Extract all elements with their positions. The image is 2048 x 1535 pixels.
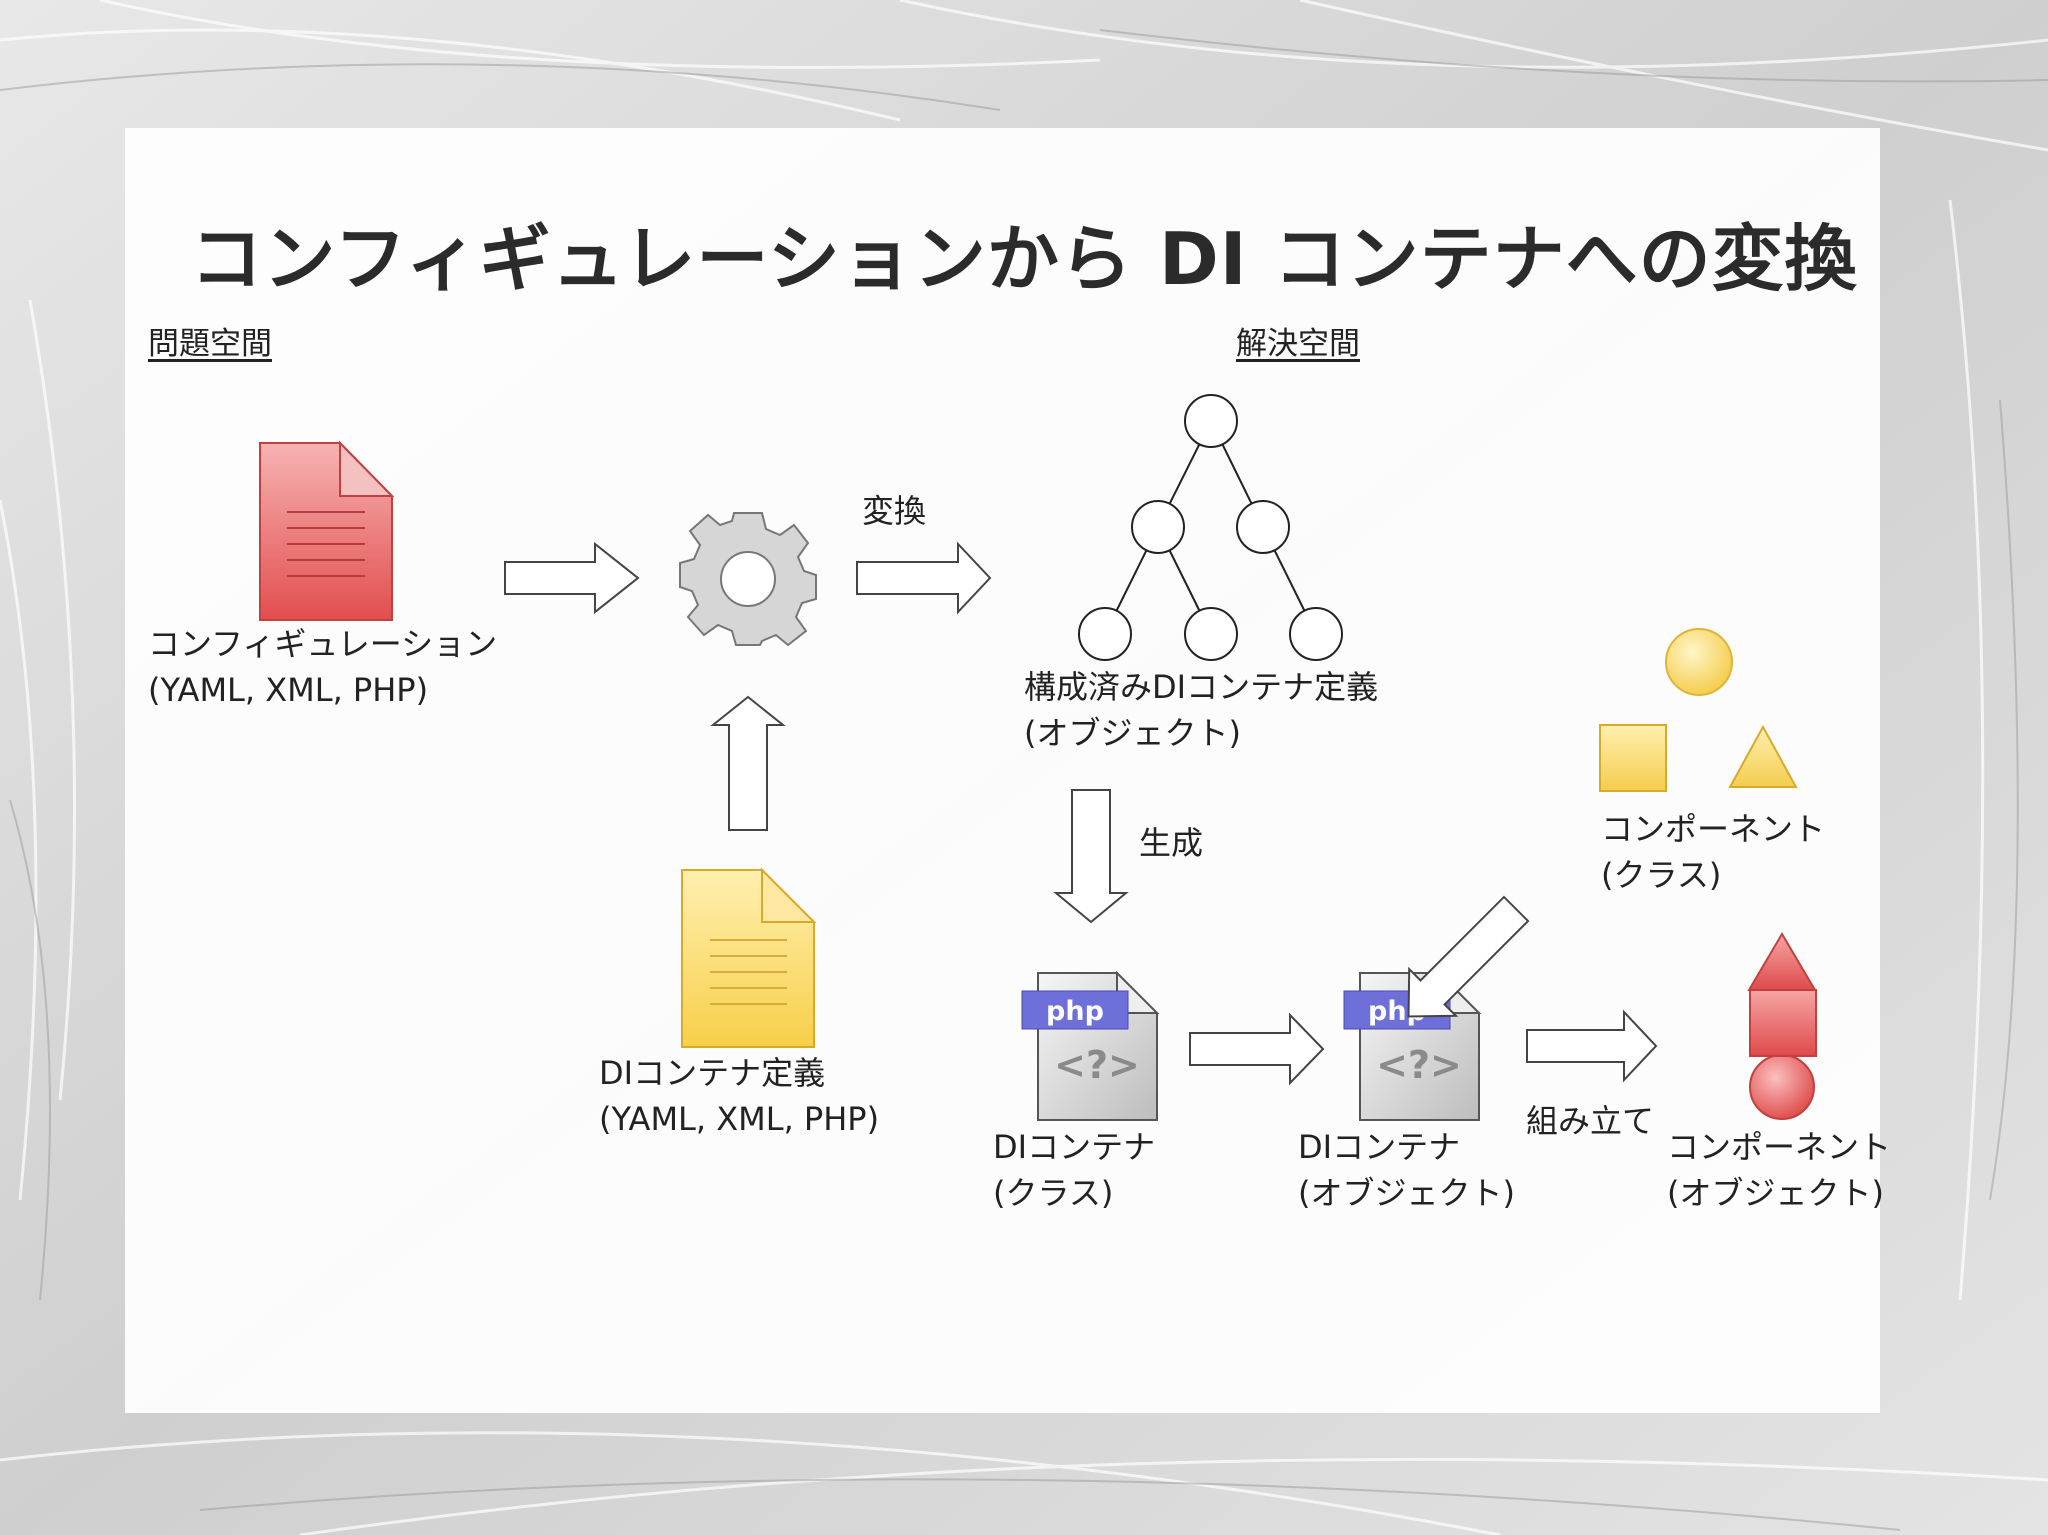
arrow-generate: [1053, 789, 1129, 924]
configured-definition-label-line2: (オブジェクト): [1024, 714, 1241, 752]
php-badge-label: php: [1046, 996, 1104, 1027]
arrow-gear-to-tree: [856, 541, 992, 615]
container-object-label: DIコンテナ (オブジェクト): [1298, 1124, 1515, 1216]
container-class-label-line2: (クラス): [993, 1174, 1114, 1212]
container-object-label-line2: (オブジェクト): [1298, 1174, 1515, 1212]
di-definition-label-line1: DIコンテナ定義: [599, 1054, 826, 1092]
solution-space-label: 解決空間: [1236, 326, 1360, 362]
edge-label-assemble: 組み立て: [1526, 1102, 1655, 1140]
arrow-config-to-gear: [504, 541, 640, 615]
component-class-label-line2: (クラス): [1601, 856, 1722, 894]
component-class-label: コンポーネント (クラス): [1601, 806, 1825, 898]
configuration-document-icon: [259, 440, 395, 621]
configuration-label-line1: コンフィギュレーション: [148, 625, 498, 663]
component-object-label: コンポーネント (オブジェクト): [1667, 1124, 1891, 1216]
object-tree-icon: [1078, 394, 1343, 661]
component-object-label-line1: コンポーネント: [1667, 1128, 1892, 1166]
php-tag-label: <?>: [1376, 1043, 1462, 1087]
php-file-icon-class: php <?>: [1021, 970, 1160, 1121]
arrow-component-to-container: [1407, 895, 1530, 1018]
problem-space-label: 問題空間: [148, 326, 272, 362]
component-class-shapes-icon: [1599, 628, 1798, 792]
slide-panel: [125, 128, 1880, 1413]
arrow-assemble: [1526, 1009, 1658, 1083]
component-class-label-line1: コンポーネント: [1601, 810, 1826, 848]
configured-definition-label: 構成済みDIコンテナ定義 (オブジェクト): [1024, 664, 1378, 756]
container-object-label-line1: DIコンテナ: [1298, 1128, 1461, 1166]
di-definition-label: DIコンテナ定義 (YAML, XML, PHP): [599, 1050, 879, 1142]
edge-label-transform: 変換: [862, 492, 927, 530]
container-class-label: DIコンテナ (クラス): [993, 1124, 1155, 1216]
edge-label-generate: 生成: [1139, 824, 1204, 862]
configured-definition-label-line1: 構成済みDIコンテナ定義: [1024, 668, 1379, 706]
configuration-label: コンフィギュレーション (YAML, XML, PHP): [148, 621, 497, 713]
container-class-label-line1: DIコンテナ: [993, 1128, 1156, 1166]
page-title: コンフィギュレーションから DI コンテナへの変換: [190, 217, 1858, 301]
arrow-definition-to-gear: [710, 695, 786, 831]
di-definition-document-icon: [681, 867, 817, 1048]
di-definition-label-line2: (YAML, XML, PHP): [599, 1100, 880, 1138]
gear-icon: [679, 512, 817, 647]
configuration-label-line2: (YAML, XML, PHP): [148, 671, 429, 709]
component-object-label-line2: (オブジェクト): [1667, 1174, 1884, 1212]
arrow-class-to-object: [1189, 1012, 1325, 1086]
php-tag-label: <?>: [1054, 1043, 1140, 1087]
component-object-shapes-icon: [1747, 932, 1817, 1120]
